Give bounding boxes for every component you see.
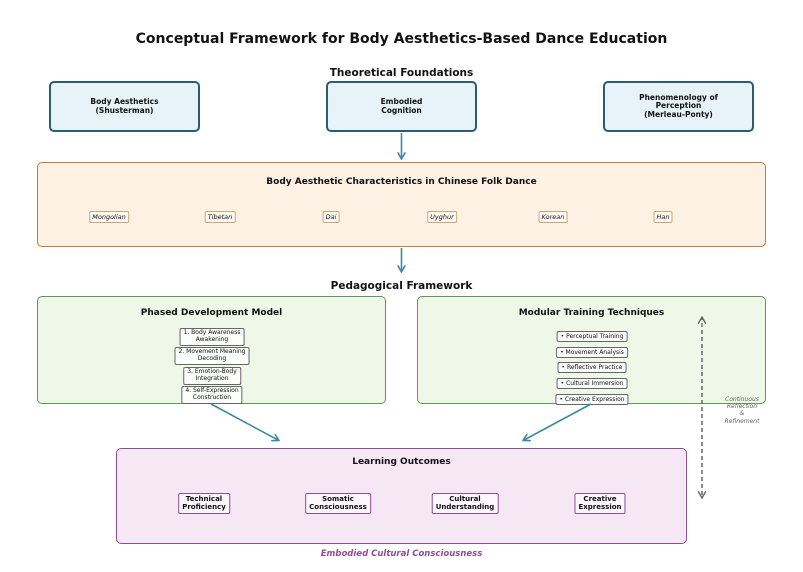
modular-training-title: Modular Training Techniques xyxy=(518,308,665,318)
arrow-phased-to-outcomes xyxy=(210,403,278,440)
phase-line: Awakening xyxy=(195,335,229,343)
footer-caption: Embodied Cultural Consciousness xyxy=(320,549,483,559)
technique-item: • Creative Expression xyxy=(555,394,629,405)
modular-training-box: Modular Training Techniques • Perceptual… xyxy=(417,296,766,405)
phase-line: 2. Movement Meaning xyxy=(178,348,246,355)
phase-item: 4. Self-Expression Construction xyxy=(181,386,243,404)
phase-line: Integration xyxy=(195,374,229,382)
folk-style-tag: Mongolian xyxy=(89,211,129,223)
folk-dance-title: Body Aesthetic Characteristics in Chines… xyxy=(266,177,537,187)
phased-model-title: Phased Development Model xyxy=(140,308,283,318)
feedback-note-line: Continuous xyxy=(725,396,759,403)
outcome-line: Somatic xyxy=(322,495,354,503)
feedback-note-line: & xyxy=(739,410,745,418)
phase-line: Decoding xyxy=(197,354,227,362)
folk-style-tag: Korean xyxy=(538,211,568,223)
folk-style-tag: Uyghur xyxy=(427,211,457,223)
phase-item: 2. Movement Meaning Decoding xyxy=(174,347,250,365)
outcome-line: Proficiency xyxy=(182,502,226,511)
folk-style-tag: Dai xyxy=(322,211,340,223)
learning-outcomes-box: Learning Outcomes Technical Proficiency … xyxy=(116,448,687,544)
foundation-embodied-cognition: Embodied Cognition xyxy=(326,81,477,132)
outcome-line: Creative xyxy=(583,495,617,503)
phase-line: 4. Self-Expression xyxy=(185,387,239,394)
phased-model-box: Phased Development Model 1. Body Awarene… xyxy=(37,296,386,404)
outcome-item: Creative Expression xyxy=(574,493,626,515)
phase-line: Construction xyxy=(192,393,232,401)
foundation-phenomenology: Phenomenology of Perception (Merleau-Pon… xyxy=(603,81,754,132)
outcome-line: Technical xyxy=(185,495,223,503)
diagram-title: Conceptual Framework for Body Aesthetics… xyxy=(135,31,668,47)
outcome-item: Somatic Consciousness xyxy=(305,493,371,515)
outcome-item: Technical Proficiency xyxy=(178,493,230,515)
feedback-loop-note: Continuous Reflection & Refinement xyxy=(719,396,765,425)
technique-item: • Reflective Practice xyxy=(557,362,627,373)
foundation-line: Cognition xyxy=(381,105,422,115)
foundation-line: Body Aesthetics xyxy=(90,96,159,106)
phase-item: 1. Body Awareness Awakening xyxy=(179,328,245,346)
folk-style-tag: Tibetan xyxy=(204,211,236,223)
phase-line: 3. Emotion-Body xyxy=(187,368,237,375)
foundation-line: Perception xyxy=(655,101,702,111)
foundation-line: Phenomenology of xyxy=(639,92,718,102)
foundation-line: Embodied xyxy=(380,96,423,106)
technique-item: • Cultural Immersion xyxy=(556,378,628,389)
outcome-line: Understanding xyxy=(435,502,495,511)
technique-item: • Movement Analysis xyxy=(556,347,628,358)
outcome-line: Consciousness xyxy=(309,502,367,511)
technique-item: • Perceptual Training xyxy=(556,331,628,342)
learning-outcomes-title: Learning Outcomes xyxy=(352,457,451,467)
arrow-modular-to-outcomes xyxy=(524,403,592,440)
foundation-line: (Merleau-Ponty) xyxy=(644,109,713,119)
outcome-line: Cultural xyxy=(449,495,481,503)
phase-item: 3. Emotion-Body Integration xyxy=(183,367,241,385)
outcome-item: Cultural Understanding xyxy=(431,493,499,515)
folk-dance-box: Body Aesthetic Characteristics in Chines… xyxy=(37,162,766,247)
phase-line: 1. Body Awareness xyxy=(183,329,241,336)
outcome-line: Expression xyxy=(578,502,622,511)
feedback-note-line: Reflection xyxy=(726,403,758,411)
foundation-body-aesthetics: Body Aesthetics (Shusterman) xyxy=(49,81,200,132)
pedagogy-heading: Pedagogical Framework xyxy=(330,280,473,292)
feedback-note-line: Refinement xyxy=(724,417,760,425)
folk-style-tag: Han xyxy=(653,211,673,223)
foundations-heading: Theoretical Foundations xyxy=(329,67,474,79)
foundation-line: (Shusterman) xyxy=(95,105,154,115)
